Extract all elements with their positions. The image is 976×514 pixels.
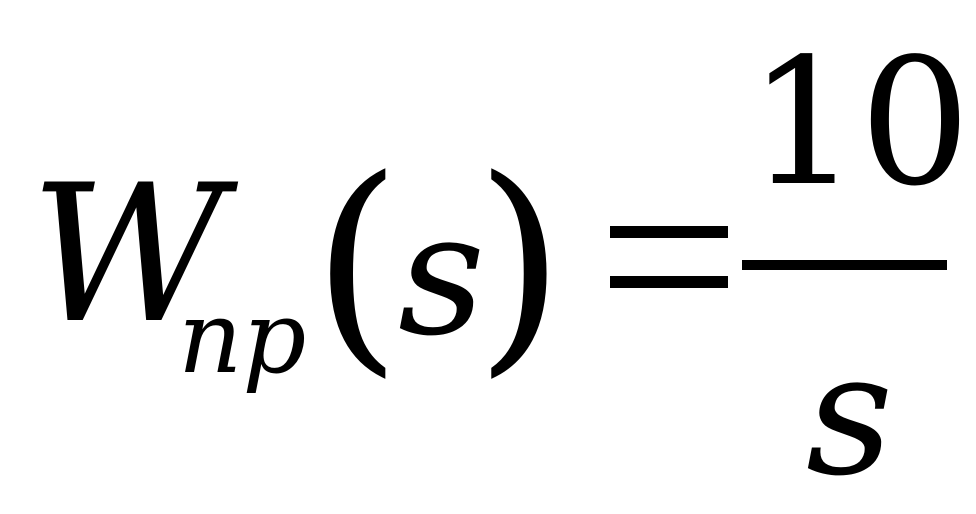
argument-variable: s (398, 176, 486, 374)
fraction-bar (742, 260, 947, 270)
open-parenthesis: ( (312, 131, 402, 398)
fraction-denominator: s (806, 316, 894, 514)
function-symbol: W (30, 144, 226, 365)
close-parenthesis: ) (475, 131, 565, 398)
equals-sign-bottom-bar (610, 276, 728, 288)
equals-sign-top-bar (610, 226, 728, 238)
function-subscript: np (178, 279, 307, 396)
fraction-numerator: 10 (748, 22, 971, 225)
